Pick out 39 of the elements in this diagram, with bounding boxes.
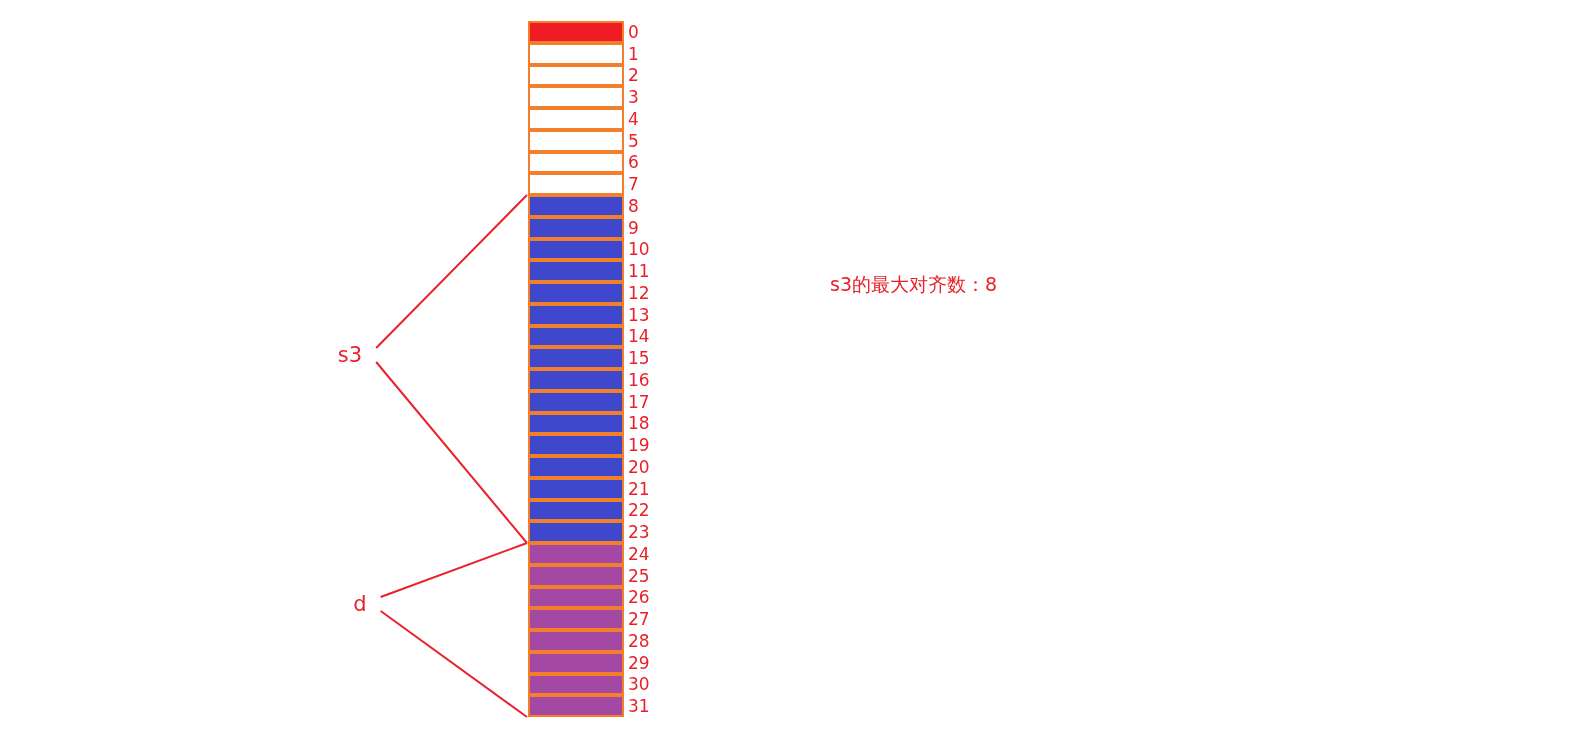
cell-index: 20	[628, 458, 650, 476]
cell-index: 16	[628, 371, 650, 389]
cell-index: 5	[628, 132, 639, 150]
note-text: s3的最大对齐数：8	[830, 275, 998, 294]
cell-index: 31	[628, 697, 650, 715]
cell-index: 1	[628, 45, 639, 63]
cell-index: 28	[628, 632, 650, 650]
leader-line	[375, 361, 528, 544]
cell-index: 24	[628, 545, 650, 563]
variable-label: s3	[337, 344, 363, 366]
leader-line	[379, 542, 528, 598]
cell-index: 6	[628, 153, 639, 171]
cell-index: 13	[628, 306, 650, 324]
cell-index: 12	[628, 284, 650, 302]
cell-index: 22	[628, 501, 650, 519]
variable-label: d	[353, 593, 367, 615]
cell-index: 23	[628, 523, 650, 541]
cell-index: 4	[628, 110, 639, 128]
cell-index: 29	[628, 654, 650, 672]
cell-index: 9	[628, 219, 639, 237]
cell-index: 14	[628, 327, 650, 345]
cell-index: 27	[628, 610, 650, 628]
cell-index: 11	[628, 262, 650, 280]
cell-index: 8	[628, 197, 639, 215]
cell-index: 18	[628, 414, 650, 432]
cell-index: 30	[628, 675, 650, 693]
cell-index: 7	[628, 175, 639, 193]
cell-index: 10	[628, 240, 650, 258]
cell-index: 2	[628, 66, 639, 84]
cell-index: 25	[628, 567, 650, 585]
leader-line	[379, 610, 528, 718]
cell-index: 19	[628, 436, 650, 454]
cell-index: 15	[628, 349, 650, 367]
cell-index: 0	[628, 23, 639, 41]
cell-index: 17	[628, 393, 650, 411]
cell-index: 21	[628, 480, 650, 498]
cell-index: 26	[628, 588, 650, 606]
cell-index: 3	[628, 88, 639, 106]
leader-line	[375, 194, 528, 349]
